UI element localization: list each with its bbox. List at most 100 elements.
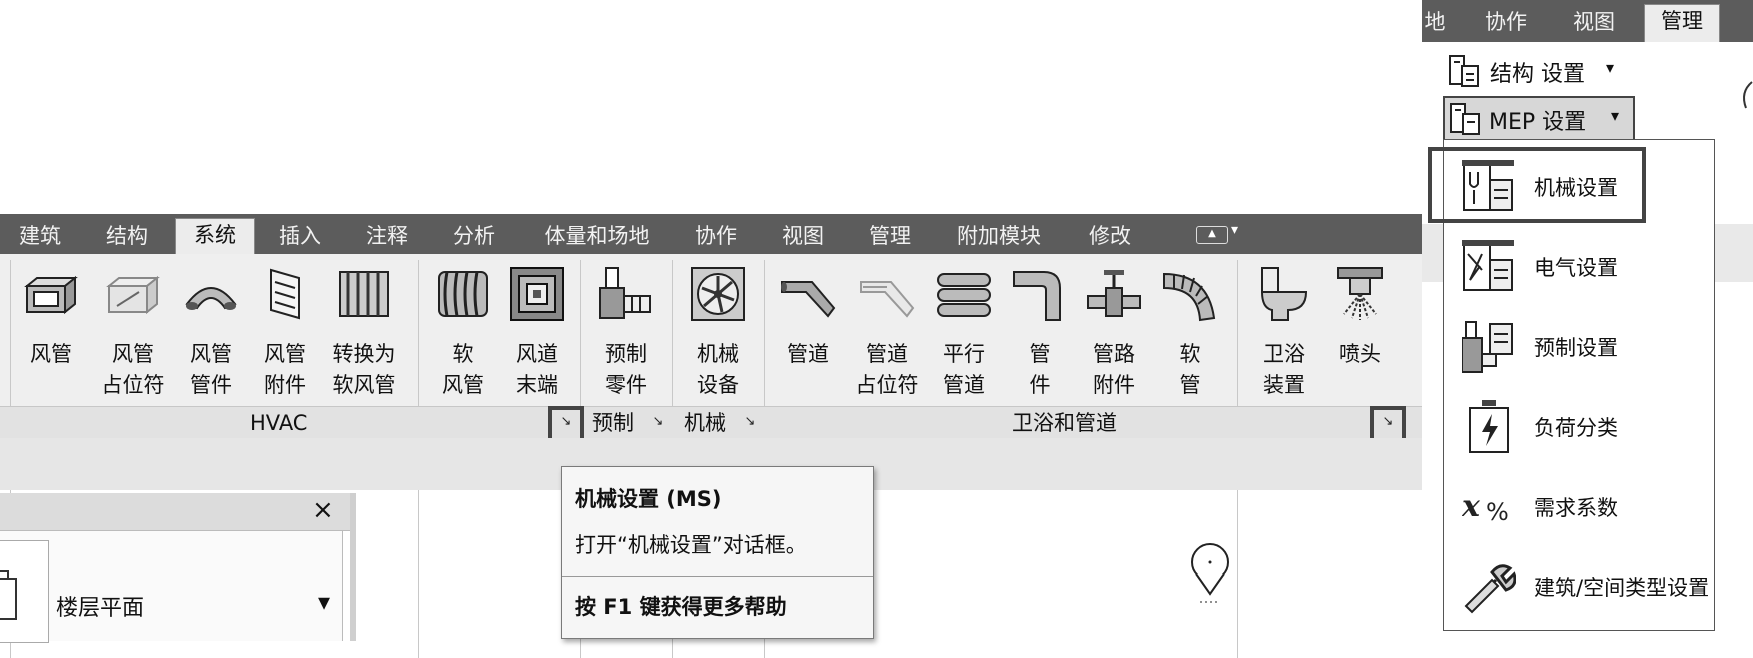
svg-text:%: % <box>1486 498 1509 526</box>
fabrication-part-icon <box>599 267 651 319</box>
tab-view[interactable]: 视图 <box>1573 10 1615 34</box>
panel-label-hvac: HVAC <box>250 411 308 435</box>
flex-duct-button[interactable]: 软 风管 <box>428 264 498 401</box>
view-type-label: 楼层平面 <box>56 596 145 621</box>
mechanical-settings-icon <box>1462 160 1514 211</box>
duct-icon <box>24 275 78 315</box>
dropdown-item-fabrication-settings[interactable]: 预制设置 <box>1454 314 1709 380</box>
panel-label-mechanical: 机械 <box>684 411 726 435</box>
tab-add-ins[interactable]: 附加模块 <box>957 224 1041 248</box>
sprinkler-button[interactable]: 喷头 <box>1324 264 1396 370</box>
view-type-icon <box>0 540 49 643</box>
pipe-accessory-button[interactable]: 管路 附件 <box>1078 264 1150 401</box>
structural-settings-label: 结构 设置 <box>1490 62 1585 87</box>
partial-tool-icon <box>1743 81 1753 109</box>
chevron-down-icon[interactable]: ▾ <box>1611 106 1620 125</box>
mechanical-equipment-button[interactable]: 机械 设备 <box>682 264 754 401</box>
convert-to-flex-duct-button[interactable]: 转换为 软风管 <box>322 264 406 401</box>
plumbing-fixture-icon <box>1260 267 1308 321</box>
air-terminal-button[interactable]: 风道 末端 <box>502 264 572 401</box>
dropdown-item-electrical-settings[interactable]: 电气设置 <box>1454 234 1709 300</box>
plumbing-fixture-button[interactable]: 卫浴 装置 <box>1248 264 1320 401</box>
tab-collaborate[interactable]: 协作 <box>695 224 737 248</box>
tab-systems[interactable]: 系统 <box>175 218 255 255</box>
flex-pipe-button[interactable]: 软 管 <box>1154 264 1226 401</box>
duct-accessory-button[interactable]: 风管 附件 <box>250 264 320 401</box>
duct-fitting-button[interactable]: 风管 管件 <box>176 264 246 401</box>
tab-modify[interactable]: 修改 <box>1089 224 1131 248</box>
ribbon-toggle-arrow-icon[interactable]: ▾ <box>1231 222 1239 238</box>
browser-splitter[interactable] <box>350 493 356 641</box>
duct-placeholder-button[interactable]: 风管 占位符 <box>94 264 172 401</box>
tab-collaborate[interactable]: 协作 <box>1485 10 1527 34</box>
tooltip-title: 机械设置 (MS) <box>575 487 722 511</box>
tab-annotate[interactable]: 注释 <box>366 224 408 248</box>
manage-tab-bar: 地 协作 视图 管理 <box>1422 0 1753 43</box>
parallel-pipes-button[interactable]: 平行 管道 <box>928 264 1000 401</box>
fabrication-dialog-launcher-icon[interactable]: ↘ <box>652 414 664 429</box>
dropdown-item-demand-factor[interactable]: x % 需求系数 <box>1454 474 1709 540</box>
plumbing-dialog-launcher-icon[interactable]: ↘ <box>1382 414 1394 429</box>
tab-analyze[interactable]: 分析 <box>453 224 495 248</box>
convert-flex-duct-icon <box>339 271 389 317</box>
dropdown-item-load-classification[interactable]: 负荷分类 <box>1454 394 1709 460</box>
building-space-type-icon <box>1464 564 1516 614</box>
load-classification-icon <box>1469 400 1509 453</box>
mechanical-settings-highlight <box>1428 147 1646 223</box>
ribbon-tab-bar: 建筑 结构 系统 插入 注释 分析 体量和场地 协作 视图 管理 附加模块 修改… <box>0 214 1422 255</box>
view-type-select[interactable]: 楼层平面 ▾ <box>48 582 342 626</box>
floor-plan-icon <box>0 570 17 620</box>
tab-manage[interactable]: 管理 <box>869 224 911 248</box>
parallel-pipes-icon <box>937 273 991 317</box>
fabrication-part-button[interactable]: 预制 零件 <box>590 264 662 401</box>
dropdown-item-label: 负荷分类 <box>1534 416 1618 440</box>
tab-insert[interactable]: 插入 <box>279 224 321 248</box>
project-browser-header: × <box>0 493 350 531</box>
tooltip-help: 按 F1 键获得更多帮助 <box>575 595 787 619</box>
pipe-icon <box>781 281 836 318</box>
pipe-accessory-icon <box>1087 270 1141 317</box>
tab-massing-site[interactable]: 体量和场地 <box>544 224 650 248</box>
ribbon-toggle-button[interactable]: ▲ <box>1196 226 1228 244</box>
tab-manage[interactable]: 管理 <box>1644 4 1720 43</box>
dropdown-item-label: 机械设置 <box>1534 176 1618 200</box>
hvac-dialog-launcher-icon[interactable]: ↘ <box>560 414 572 429</box>
chevron-down-icon[interactable]: ▾ <box>1606 58 1615 77</box>
flex-duct-icon <box>438 271 488 317</box>
duct-button[interactable]: 风管 <box>16 264 86 370</box>
elevation-marker-icon[interactable] <box>1190 538 1230 608</box>
duct-placeholder-icon <box>106 275 160 315</box>
tooltip-divider <box>562 576 873 577</box>
pipe-fitting-button[interactable]: 管 件 <box>1004 264 1076 401</box>
panel-label-row: HVAC ↘ 预制 ↘ 机械 ↘ 卫浴和管道 ↘ <box>0 406 1422 440</box>
chevron-down-icon[interactable]: ▾ <box>318 588 331 616</box>
pipe-button[interactable]: 管道 <box>772 264 844 370</box>
structural-settings-button[interactable]: 结构 设置 ▾ <box>1448 52 1628 92</box>
panel-label-fabrication: 预制 <box>592 411 634 435</box>
pipe-placeholder-icon <box>860 281 915 318</box>
mechanical-equipment-icon <box>691 267 745 321</box>
dropdown-item-label: 需求系数 <box>1534 496 1618 520</box>
mep-settings-icon <box>1450 103 1480 135</box>
air-terminal-icon <box>510 267 564 321</box>
project-browser-body <box>0 531 343 641</box>
electrical-settings-icon <box>1462 240 1514 291</box>
sprinkler-icon <box>1337 267 1383 320</box>
tab-architecture[interactable]: 建筑 <box>19 224 61 248</box>
tab-view[interactable]: 视图 <box>782 224 824 248</box>
svg-text:x: x <box>1462 489 1481 524</box>
close-icon[interactable]: × <box>312 495 334 525</box>
dropdown-item-building-space-type-settings[interactable]: 建筑/空间类型设置 <box>1454 554 1709 620</box>
structural-settings-icon <box>1449 55 1479 87</box>
mep-settings-button[interactable]: MEP 设置 ▾ <box>1443 96 1635 142</box>
tab-structure[interactable]: 结构 <box>106 224 148 248</box>
dropdown-item-mechanical-settings[interactable]: 机械设置 <box>1454 154 1709 220</box>
pipe-placeholder-button[interactable]: 管道 占位符 <box>848 264 926 401</box>
demand-factor-icon: x % <box>1462 489 1509 526</box>
dropdown-item-label: 建筑/空间类型设置 <box>1534 576 1710 600</box>
mep-settings-label: MEP 设置 <box>1489 110 1587 135</box>
mechanical-settings-tooltip: 机械设置 (MS) 打开“机械设置”对话框。 按 F1 键获得更多帮助 <box>561 466 874 639</box>
dropdown-item-label: 预制设置 <box>1534 336 1618 360</box>
tab-site-partial[interactable]: 地 <box>1424 10 1446 34</box>
mechanical-dialog-launcher-icon[interactable]: ↘ <box>744 414 756 429</box>
